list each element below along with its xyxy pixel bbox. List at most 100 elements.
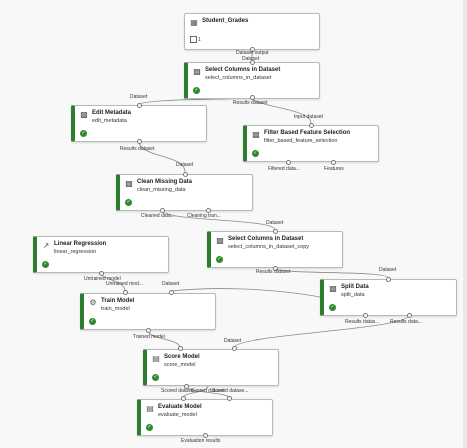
output-port[interactable] [407, 313, 412, 318]
input-port[interactable] [386, 277, 391, 282]
port-label: Dataset [130, 94, 148, 100]
node-subtitle: score_model [164, 362, 196, 368]
node-student-grades[interactable]: ▦ Student_Grades 1 [184, 13, 320, 50]
completed-check-icon: ✓ [216, 256, 223, 263]
chart-icon: ▤ [146, 404, 154, 413]
port-label: Results dataset [120, 146, 155, 152]
input-port[interactable] [137, 103, 142, 108]
node-subtitle: select_columns_in_dataset [205, 75, 272, 81]
input-port[interactable] [309, 123, 314, 128]
port-label: Scored datase... [161, 388, 198, 394]
input-port[interactable] [250, 60, 255, 65]
port-label: Scored dataset [191, 388, 225, 394]
node-subtitle: edit_metadata [92, 118, 127, 124]
module-icon: ▩ [329, 284, 337, 293]
input-port[interactable] [169, 290, 174, 295]
port-label: Cleaned data... [141, 213, 175, 219]
node-filter-feature-selection[interactable]: ▩ Filter Based Feature Selection filter_… [243, 125, 379, 162]
edge-n5-n7 [161, 209, 276, 231]
node-score-model[interactable]: ▤ Score Model score_model ✓ [143, 349, 279, 386]
node-select-columns-copy[interactable]: ▩ Select Columns in Dataset select_colum… [207, 231, 343, 268]
output-port[interactable] [184, 384, 189, 389]
module-icon: ▩ [193, 67, 201, 76]
node-title: Split Data [341, 284, 369, 290]
node-edit-metadata[interactable]: ▩ Edit Metadata edit_metadata ✓ [71, 105, 207, 142]
input-port[interactable] [123, 290, 128, 295]
chart-icon: ▤ [152, 354, 160, 363]
module-icon: ▩ [252, 130, 260, 139]
output-port[interactable] [137, 139, 142, 144]
output-port[interactable] [273, 266, 278, 271]
completed-check-icon: ✓ [152, 374, 159, 381]
output-port[interactable] [250, 95, 255, 100]
node-clean-missing-data[interactable]: ▩ Clean Missing Data clean_missing_data … [116, 174, 253, 211]
output-port[interactable] [206, 208, 211, 213]
node-title: Linear Regression [54, 241, 107, 247]
input-port[interactable] [178, 346, 183, 351]
module-icon: ▩ [216, 236, 224, 245]
node-evaluate-model[interactable]: ▤ Evaluate Model evaluate_model ✓ [137, 399, 273, 436]
output-port[interactable] [286, 160, 291, 165]
dataset-version-badge: 1 [190, 36, 201, 45]
port-label: Dataset [266, 220, 284, 226]
port-label: Dataset [242, 56, 260, 62]
completed-check-icon: ✓ [80, 130, 87, 137]
input-port[interactable] [183, 172, 188, 177]
node-split-data[interactable]: ▩ Split Data split_data ✓ [320, 279, 457, 316]
completed-check-icon: ✓ [193, 87, 200, 94]
node-title: Evaluate Model [158, 404, 202, 410]
port-label: Input dataset [294, 114, 323, 120]
vertical-scrollbar[interactable] [463, 0, 467, 448]
node-subtitle: clean_missing_data [137, 187, 186, 193]
completed-check-icon: ✓ [252, 150, 259, 157]
dataset-icon: ▦ [190, 18, 198, 27]
output-port[interactable] [363, 313, 368, 318]
edge-n2-n4 [251, 96, 312, 124]
port-label: Evaluation results [181, 438, 221, 444]
node-title: Clean Missing Data [137, 179, 193, 185]
edge-n3-n5 [138, 140, 186, 173]
node-select-columns[interactable]: ▩ Select Columns in Dataset select_colum… [184, 62, 320, 99]
output-port[interactable] [160, 208, 165, 213]
module-icon: ▩ [125, 179, 133, 188]
node-subtitle: split_data [341, 292, 365, 298]
node-subtitle: filter_based_feature_selection [264, 138, 338, 144]
port-label: Results dataset [256, 269, 291, 275]
port-label: Results data... [390, 319, 422, 325]
completed-check-icon: ✓ [125, 199, 132, 206]
output-port[interactable] [331, 160, 336, 165]
port-label: Untrained model [84, 276, 121, 282]
node-title: Select Columns in Dataset [205, 67, 281, 73]
input-port[interactable] [227, 396, 232, 401]
node-title: Edit Metadata [92, 110, 132, 116]
node-subtitle: train_model [101, 306, 130, 312]
port-label: Filtered data... [268, 166, 300, 172]
port-label: Dataset [224, 338, 242, 344]
node-title: Train Model [101, 298, 135, 304]
port-label: Dataset [162, 281, 180, 287]
node-title: Student_Grades [202, 18, 249, 24]
train-icon: ⚙ [89, 298, 97, 307]
completed-check-icon: ✓ [89, 318, 96, 325]
port-label: Trained model [133, 334, 165, 340]
node-subtitle: linear_regression [54, 249, 97, 255]
input-port[interactable] [273, 229, 278, 234]
edge-n8-n10 [233, 314, 410, 349]
completed-check-icon: ✓ [329, 304, 336, 311]
output-port[interactable] [99, 271, 104, 276]
input-port[interactable] [232, 346, 237, 351]
output-port[interactable] [146, 328, 151, 333]
port-label: Scored datase... [212, 388, 249, 394]
output-port[interactable] [203, 433, 208, 438]
port-label: Dataset [379, 267, 397, 273]
output-port[interactable] [250, 47, 255, 52]
edge-n7-n8 [274, 267, 389, 279]
node-linear-regression[interactable]: ↗ Linear Regression linear_regression ✓ [33, 236, 169, 273]
node-subtitle: select_columns_in_dataset_copy [228, 244, 310, 250]
completed-check-icon: ✓ [42, 261, 49, 268]
node-title: Score Model [164, 354, 200, 360]
input-port[interactable] [181, 396, 186, 401]
node-subtitle: evaluate_model [158, 412, 197, 418]
node-train-model[interactable]: ⚙ Train Model train_model ✓ [80, 293, 216, 330]
